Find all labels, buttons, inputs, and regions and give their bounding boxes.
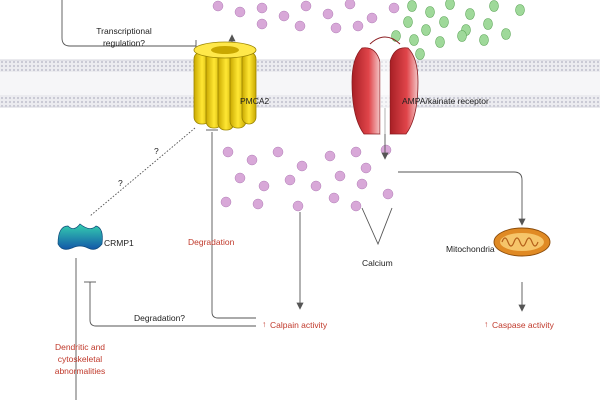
question-mark-lower: ?	[118, 178, 123, 188]
dendritic-label-3: abnormalities	[55, 366, 106, 376]
glutamate-molecule	[403, 16, 413, 28]
calcium-ion	[360, 162, 372, 174]
glutamate-molecule	[391, 30, 401, 42]
caspase-arrow: ↑	[484, 319, 488, 329]
calcium-ion	[310, 180, 322, 192]
calcium-ion	[350, 146, 362, 158]
calcium-ion	[380, 144, 392, 156]
calpain-arrow: ↑	[262, 319, 266, 329]
glutamate-molecule	[421, 24, 431, 36]
pathway-lines	[61, 0, 526, 400]
transcriptional-line	[61, 0, 196, 47]
calcium-ion	[278, 10, 290, 22]
glutamate-molecule	[501, 28, 511, 40]
degradation-red-label: Degradation	[188, 237, 235, 247]
calcium-ion	[256, 2, 268, 14]
glutamate-molecule	[489, 0, 499, 12]
calcium-ion	[328, 192, 340, 204]
calcium-ion	[294, 20, 306, 32]
cell-membrane	[0, 59, 600, 108]
calcium-ion	[246, 154, 258, 166]
glutamate-molecule	[407, 0, 417, 12]
glutamate-molecule	[479, 34, 489, 46]
glutamate-molecule	[435, 36, 445, 48]
mitochondria-organelle	[493, 227, 551, 257]
glutamate-molecule	[439, 16, 449, 28]
calcium-ion	[212, 0, 224, 12]
calcium-ion	[292, 200, 304, 212]
calcium-ions	[212, 0, 400, 212]
calcium-ion	[256, 18, 268, 30]
caspase-label: Caspase activity	[492, 320, 555, 330]
calcium-ion	[366, 12, 378, 24]
mitochondria-label: Mitochondria	[446, 244, 495, 254]
pmca2-pump	[193, 41, 257, 131]
glutamate-molecule	[415, 48, 425, 60]
calcium-ion	[352, 20, 364, 32]
glutamate-molecule	[409, 34, 419, 46]
glutamate-molecule	[445, 0, 455, 10]
calcium-ion	[334, 170, 346, 182]
calcium-ion	[222, 146, 234, 158]
dendritic-label-1: Dendritic and	[55, 342, 105, 352]
calcium-ion	[272, 146, 284, 158]
calcium-ion	[252, 198, 264, 210]
calpain-label: Calpain activity	[270, 320, 328, 330]
calcium-ion	[258, 180, 270, 192]
ampa-label: AMPA/kainate receptor	[402, 96, 489, 106]
glutamate-molecule	[457, 30, 467, 42]
glutamate-molecule	[465, 8, 475, 20]
calcium-ion	[344, 0, 356, 10]
crmp1-label: CRMP1	[104, 238, 134, 248]
calcium-ion	[330, 22, 342, 34]
glutamate-molecules	[391, 0, 525, 60]
glutamate-molecule	[515, 4, 525, 16]
calcium-ion	[382, 188, 394, 200]
calcium-ion	[234, 172, 246, 184]
crmp1-protein	[57, 223, 103, 250]
glutamate-molecule	[425, 6, 435, 18]
calcium-ion	[350, 200, 362, 212]
calcium-ion	[322, 8, 334, 20]
calcium-ion	[296, 160, 308, 172]
glutamate-molecule	[483, 18, 493, 30]
pmca2-label: PMCA2	[240, 96, 270, 106]
calcium-ion	[356, 178, 368, 190]
dendritic-label-2: cytoskeletal	[58, 354, 103, 364]
calcium-ion	[300, 0, 312, 12]
calcium-label: Calcium	[362, 258, 393, 268]
calcium-ion	[220, 196, 232, 208]
calcium-ion	[234, 6, 246, 18]
degradation-question-label: Degradation?	[134, 313, 185, 323]
calcium-ion	[388, 2, 400, 14]
transcriptional-label-1: Transcriptional	[96, 26, 152, 36]
question-mark-upper: ?	[154, 146, 159, 156]
calcium-ion	[284, 174, 296, 186]
calcium-ion	[324, 150, 336, 162]
ampa-receptor	[351, 36, 419, 135]
transcriptional-label-2: regulation?	[103, 38, 145, 48]
